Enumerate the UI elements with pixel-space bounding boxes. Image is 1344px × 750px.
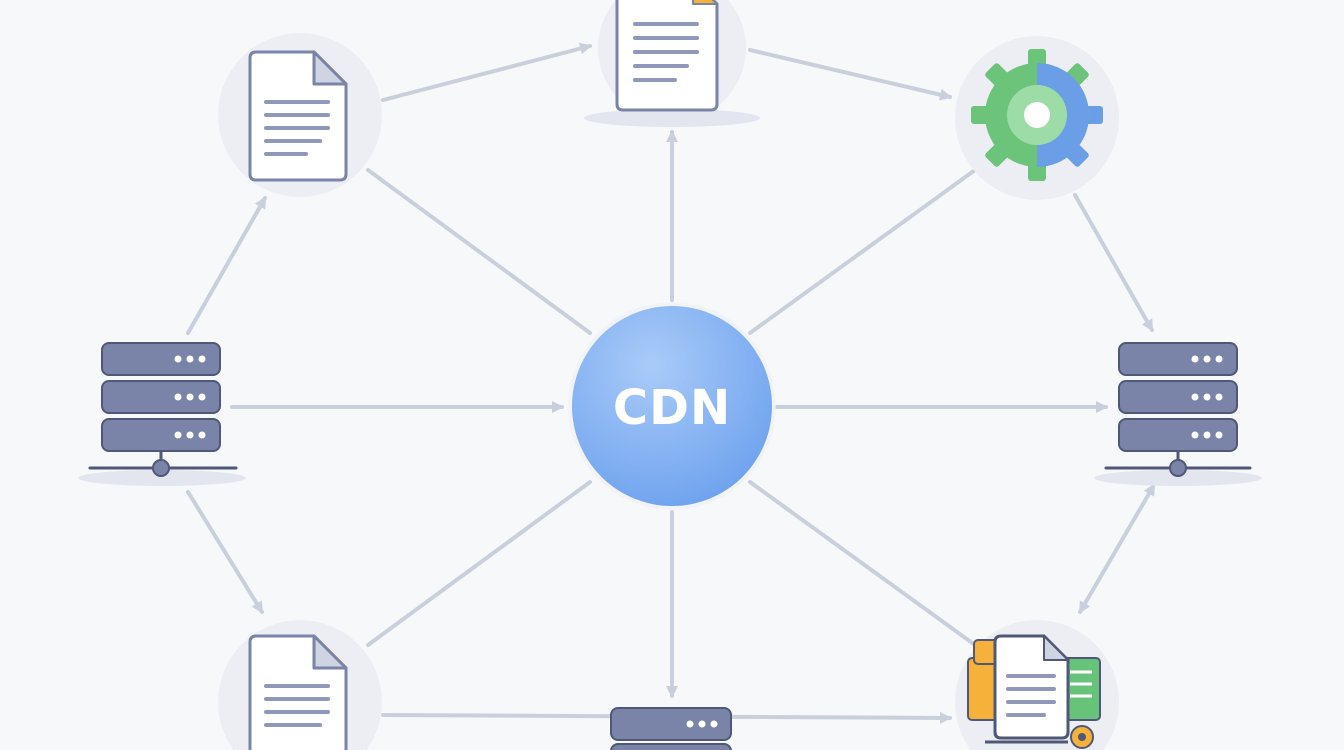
server-icon (88, 342, 238, 477)
document-icon (248, 50, 348, 182)
node-document-top-center (584, 0, 760, 127)
spoke-to-bottom-right (748, 480, 977, 647)
server-icon (1104, 342, 1252, 477)
node-files-bottom-right (955, 620, 1119, 750)
gear-icon (971, 49, 1103, 181)
ring-top-center-to-top-right (748, 48, 952, 101)
node-document-bottom-left (218, 620, 382, 750)
cdn-hub: CDN (568, 302, 776, 510)
spoke-to-top-right (748, 168, 977, 335)
document-icon (248, 634, 348, 750)
document-icon (615, 0, 719, 112)
ring-left-to-bottom-left (186, 490, 264, 614)
ring-left-to-top-left (186, 196, 267, 335)
node-gear-top-right (955, 36, 1119, 200)
files-icon (967, 634, 1101, 749)
node-server-bottom-center (610, 707, 732, 750)
ring-top-right-to-right (1073, 193, 1154, 332)
ring-top-left-to-top-center (381, 42, 592, 102)
cdn-label: CDN (613, 380, 731, 436)
node-server-left (78, 342, 246, 486)
node-server-right (1094, 342, 1262, 486)
server-icon (610, 707, 732, 750)
ring-right-to-bottom-right (1078, 483, 1156, 614)
spoke-to-bottom-left (366, 480, 592, 647)
node-document-top-left (218, 33, 382, 197)
spoke-to-top-left (366, 168, 592, 335)
